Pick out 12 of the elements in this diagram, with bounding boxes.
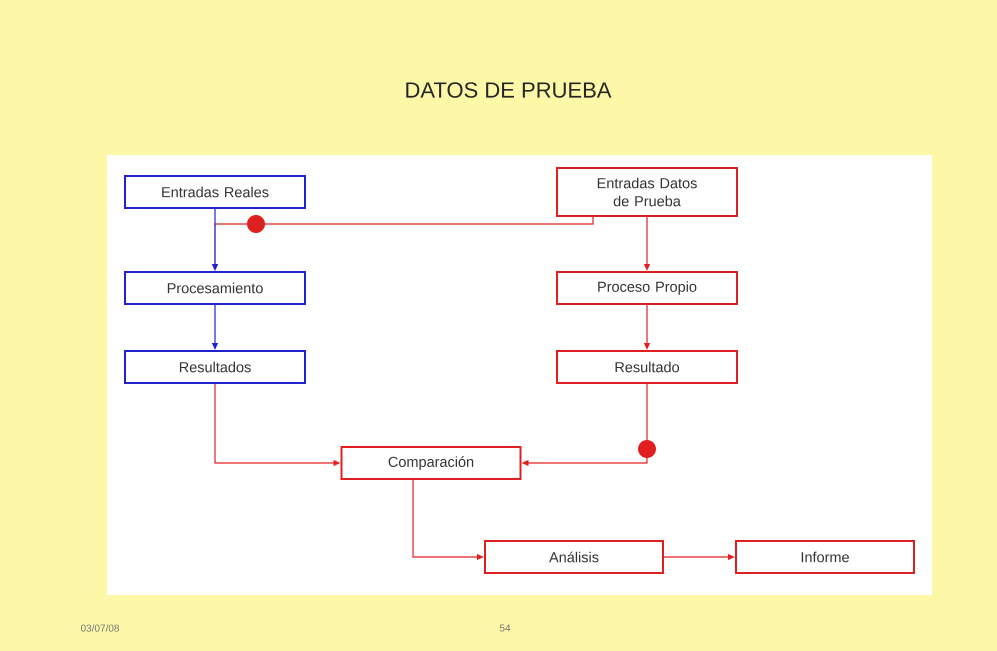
process-box: Entradas Datos de Prueba <box>556 167 738 217</box>
footer-text: 54 <box>500 624 510 632</box>
process-box: Resultado <box>556 350 738 384</box>
process-box: Entradas Reales <box>124 175 306 209</box>
process-box: Resultados <box>124 350 306 384</box>
footer-text: 03/07/08 <box>80 624 120 632</box>
process-box: Análisis <box>484 540 664 574</box>
process-box: Proceso Propio <box>556 271 738 305</box>
process-box: Informe <box>735 540 915 574</box>
process-box: Procesamiento <box>124 271 306 305</box>
process-box: Comparación <box>340 446 522 480</box>
slide-title: DATOS DE PRUEBA <box>406 82 612 98</box>
